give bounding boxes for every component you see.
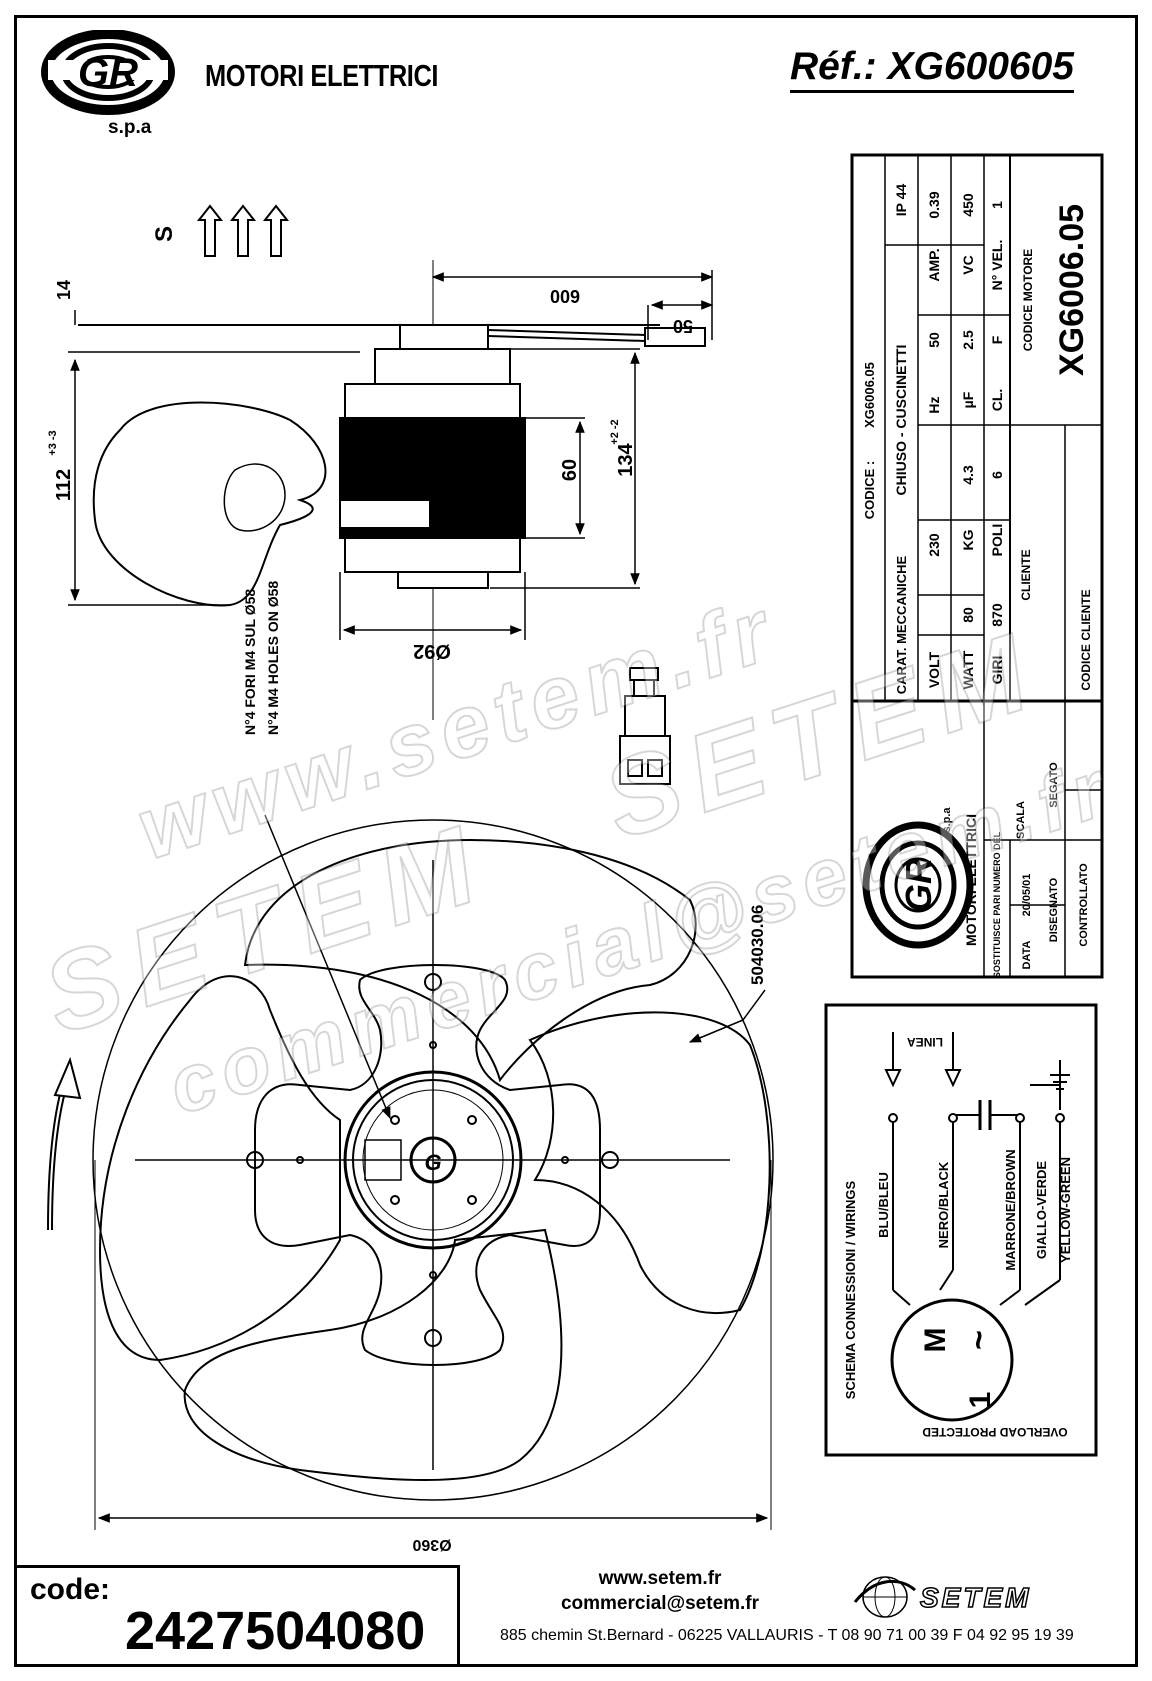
carat-label: CARAT. MECCANICHE <box>894 555 909 694</box>
vc-value: 450 <box>960 193 976 217</box>
fan-code: 504030.06 <box>748 905 767 985</box>
nvel-value: 1 <box>989 201 1005 209</box>
connector <box>619 667 671 785</box>
dim-50: 50 <box>673 316 693 336</box>
marrone-label: MARRONE/BROWN <box>1003 1149 1018 1270</box>
dim-112-tolerance: +3 -3 <box>47 430 59 455</box>
wiring-title: SCHEMA CONNESSIONI / WIRINGS <box>843 1180 858 1399</box>
header-brand: MOTORI ELETTRICI <box>205 58 439 93</box>
dim-134: 134 <box>615 442 637 476</box>
codice-label: CODICE : <box>862 461 877 520</box>
motor-tilde: ~ <box>960 1330 998 1350</box>
setem-globe-icon <box>853 1576 916 1618</box>
drawing-frame <box>14 15 1138 1667</box>
svg-text:GR: GR <box>78 51 138 95</box>
title-logo-brand: MOTORI ELETTRICI <box>963 814 979 946</box>
scala-label: SCALA <box>1015 801 1027 839</box>
dim-60: 60 <box>559 459 581 481</box>
watt-label: WATT <box>960 650 976 689</box>
dim-360: Ø360 <box>412 1536 451 1553</box>
ip-rating: IP 44 <box>893 184 909 217</box>
footer-address: 885 chemin St.Bernard - 06225 VALLAURIS … <box>500 1627 1074 1644</box>
hub-logo-icon: G <box>424 1150 441 1175</box>
dim-600: 600 <box>550 286 580 306</box>
kg-value: 4.3 <box>960 465 976 485</box>
amp-value: 0.39 <box>926 191 942 218</box>
linea-label: LINEA <box>907 1035 943 1049</box>
cl-value: F <box>989 335 1005 344</box>
codice-value: XG6006.05 <box>862 362 877 428</box>
hz-value: 50 <box>926 332 942 348</box>
poli-value: 6 <box>989 471 1005 479</box>
code-label: code: <box>30 1573 111 1606</box>
nero-label: NERO/BLACK <box>936 1161 951 1248</box>
reference-number: Réf.: XG600605 <box>790 44 1074 93</box>
dim-134-tolerance: +2 -2 <box>609 419 621 444</box>
fan-front-view <box>47 819 774 1530</box>
carat-value: CHIUSO - CUSCINETTI <box>893 345 909 496</box>
amp-label: AMP. <box>926 248 942 281</box>
controllato-label: CONTROLLATO <box>1078 863 1090 947</box>
data-value: 20/05/01 <box>1021 874 1033 917</box>
wiring-schematic <box>824 1003 1098 1457</box>
spec-table-text: CODICE : XG6006.05 CARAT. MECCANICHE CHI… <box>862 184 1093 695</box>
footer-setem-logo: SETEM <box>919 1581 1032 1614</box>
poli-label: POLI <box>989 524 1005 557</box>
codice-motore-label: CODICE MOTORE <box>1021 249 1035 351</box>
uf-label: µF <box>960 391 976 408</box>
watt-value: 80 <box>960 607 976 623</box>
data-label: DATA <box>1021 940 1033 969</box>
motor-m: M <box>919 1328 952 1353</box>
header-spa: s.p.a <box>108 117 152 138</box>
blade-root <box>223 463 286 532</box>
holes-note-it: N°4 FORI M4 SUL Ø58 <box>242 589 258 735</box>
holes-note-en: N°4 M4 HOLES ON Ø58 <box>265 581 281 735</box>
dimension-lines <box>68 270 714 640</box>
codice-motore: XG6006.05 <box>1053 204 1091 376</box>
dim-92: Ø92 <box>413 640 451 662</box>
direction-label: S <box>151 226 178 242</box>
giri-value: 870 <box>989 603 1005 627</box>
code-box <box>15 1565 460 1666</box>
sostituisce-label: SOSTITUISCE PARI NUMERO DEL <box>992 831 1002 978</box>
code-value: 2427504080 <box>125 1601 426 1661</box>
cliente-label: CLIENTE <box>1019 549 1033 600</box>
motor-side-view <box>78 260 706 720</box>
yellow-label: YELLOW-GREEN <box>1058 1157 1073 1263</box>
volt-value: 230 <box>926 533 942 557</box>
vc-label: VC <box>960 255 976 274</box>
motor-1: 1 <box>964 1392 997 1409</box>
overload-label: OVERLOAD PROTECTED <box>922 1425 1068 1439</box>
gr-logo: GR <box>41 30 175 115</box>
title-logo-icon: GR <box>898 858 939 912</box>
footer-mail[interactable]: commercial@setem.fr <box>560 1593 760 1614</box>
wiring-text: SCHEMA CONNESSIONI / WIRINGS LINEA BLU/B… <box>843 1035 1073 1439</box>
blade-profile <box>92 401 327 607</box>
uf-value: 2.5 <box>960 330 976 350</box>
segato-label: SEGATO <box>1048 762 1060 808</box>
cl-label: CL. <box>989 389 1005 412</box>
nvel-label: N° VEL. <box>989 240 1005 291</box>
blu-label: BLU/BLEU <box>876 1172 891 1238</box>
disegnato-label: DISEGNATO <box>1048 877 1060 942</box>
title-block <box>850 699 1104 979</box>
giri-label: GIRI <box>989 656 1005 685</box>
hz-label: Hz <box>926 396 942 413</box>
title-block-text: MOTORI ELETTRICI s.p.a SOSTITUISCE PARI … <box>898 762 1090 978</box>
title-logo-spa: s.p.a <box>941 807 953 833</box>
volt-label: VOLT <box>926 651 942 688</box>
kg-label: KG <box>960 529 976 550</box>
watermark: www.setem.fr SETEM commercial@setem.fr S… <box>28 577 1124 1132</box>
codice-cliente-label: CODICE CLIENTE <box>1079 589 1093 690</box>
airflow-arrows <box>196 204 290 257</box>
dim-14: 14 <box>54 280 74 300</box>
giallo-label: GIALLO-VERDE <box>1034 1161 1049 1260</box>
dim-112: 112 <box>53 469 75 501</box>
footer-web[interactable]: www.setem.fr <box>598 1568 722 1589</box>
